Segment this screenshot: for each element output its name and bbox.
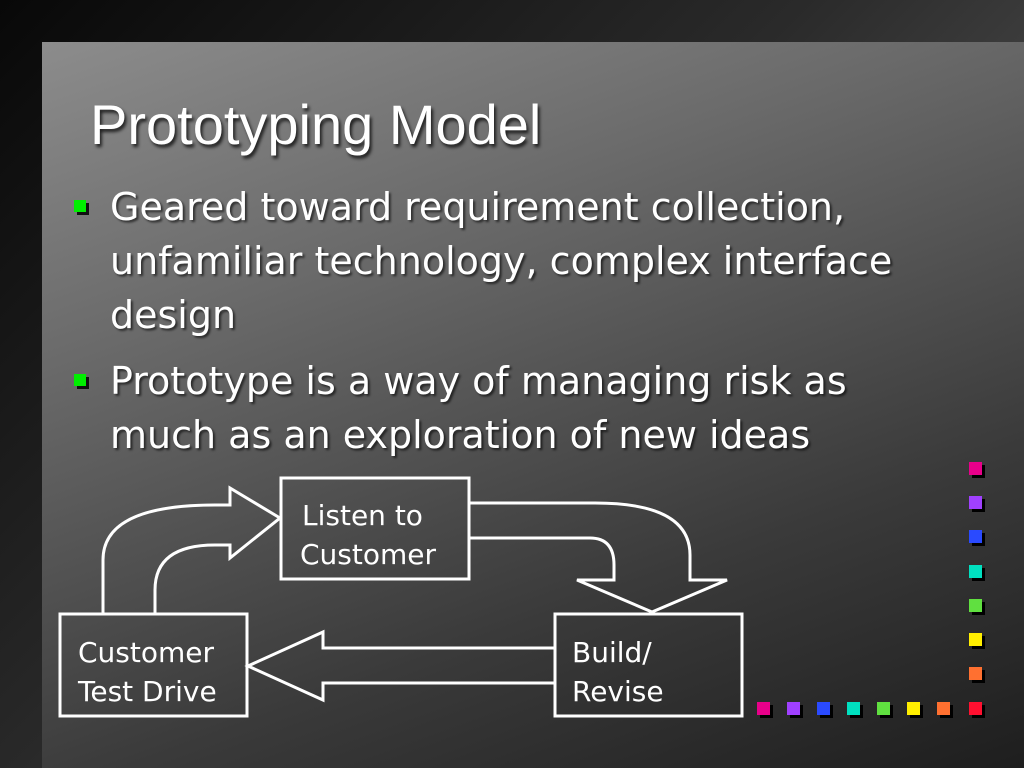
slide-title: Prototyping Model xyxy=(90,93,542,156)
decor-square xyxy=(817,702,830,715)
bullet-text: Prototype is a way of managing risk as m… xyxy=(110,359,847,457)
node-label-line: Revise xyxy=(572,675,664,708)
bullet-list: Geared toward requirement collection, un… xyxy=(70,180,950,474)
decor-square xyxy=(877,702,890,715)
decor-square xyxy=(969,667,982,680)
bullet-item: Geared toward requirement collection, un… xyxy=(70,180,950,342)
decor-square xyxy=(969,702,982,715)
decor-square xyxy=(969,599,982,612)
decor-square xyxy=(969,633,982,646)
decor-square xyxy=(969,496,982,509)
arrow-build-to-test xyxy=(244,629,555,703)
arrow-listen-to-build xyxy=(470,501,728,614)
square-bullet-icon xyxy=(74,374,86,386)
decor-square xyxy=(937,702,950,715)
node-label-line: Test Drive xyxy=(77,675,217,708)
node-label-line: Listen to xyxy=(302,499,423,532)
node-label-line: Customer xyxy=(300,538,436,571)
node-customer-test-drive: Customer Test Drive xyxy=(58,612,249,718)
node-label-line: Build/ xyxy=(572,636,652,669)
node-build-revise: Build/ Revise xyxy=(553,612,744,718)
decor-square xyxy=(757,702,770,715)
decor-square xyxy=(907,702,920,715)
arrow-test-to-listen xyxy=(101,485,283,613)
decor-square xyxy=(787,702,800,715)
bullet-item: Prototype is a way of managing risk as m… xyxy=(70,354,950,462)
decor-square xyxy=(969,565,982,578)
decor-square xyxy=(969,462,982,475)
decor-square xyxy=(969,530,982,543)
node-label-line: Customer xyxy=(78,636,214,669)
square-bullet-icon xyxy=(74,200,86,212)
node-listen-to-customer: Listen to Customer xyxy=(279,476,471,581)
decor-square xyxy=(847,702,860,715)
bullet-text: Geared toward requirement collection, un… xyxy=(110,185,893,337)
